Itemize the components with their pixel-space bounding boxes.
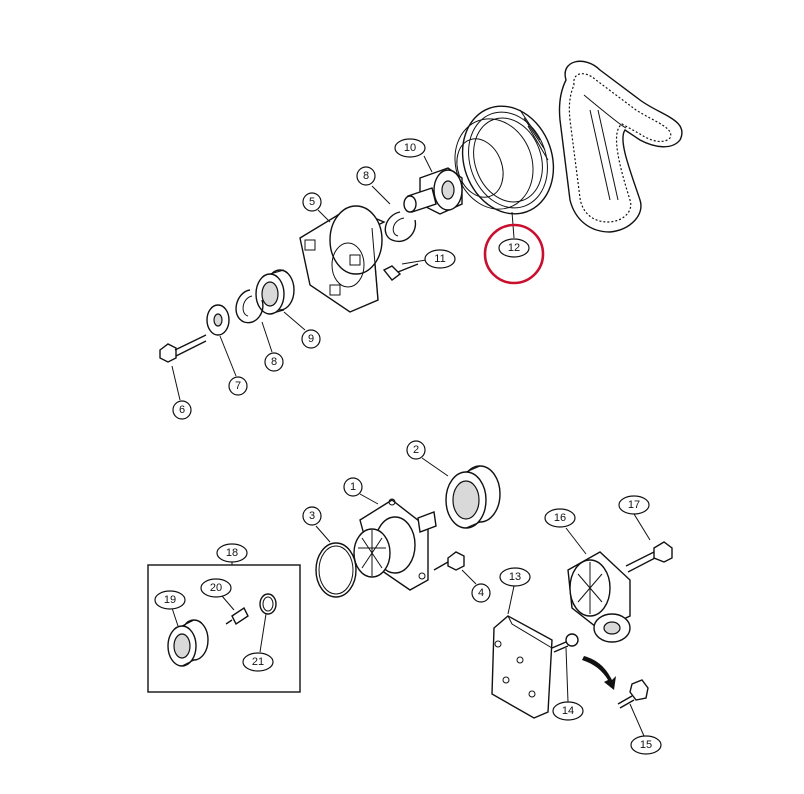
callout-8-lower-label: 8 <box>271 356 277 368</box>
bolt-6 <box>159 334 207 363</box>
pump-bracket <box>353 498 437 591</box>
kit-ring <box>259 593 277 615</box>
washer <box>206 304 230 336</box>
callout-15-label: 15 <box>640 739 652 751</box>
callout-16-label: 16 <box>554 512 566 524</box>
hub-shaft <box>403 167 463 215</box>
callout-6-label: 6 <box>179 404 185 416</box>
callout-3-label: 3 <box>309 510 315 522</box>
bearing <box>255 269 295 315</box>
callout-7: 7 <box>219 335 248 396</box>
kit-stud <box>225 606 249 626</box>
callout-8-upper-label: 8 <box>363 170 369 182</box>
idler-housing <box>299 205 386 313</box>
callout-7-label: 7 <box>235 380 241 392</box>
snap-ring-lower <box>235 289 264 324</box>
mounting-plate <box>491 615 553 719</box>
callout-21-label: 21 <box>252 656 264 668</box>
tensioner-assembly <box>567 551 631 643</box>
serpentine-belt <box>558 60 683 233</box>
callout-18: 18 <box>216 543 248 565</box>
callout-5: 5 <box>302 192 331 223</box>
bolt-11 <box>382 263 419 281</box>
callout-1: 1 <box>343 477 379 505</box>
callout-13-label: 13 <box>509 571 521 583</box>
callout-16: 16 <box>544 508 587 555</box>
callout-12-highlight-ring <box>483 223 545 285</box>
callout-19-label: 19 <box>164 594 176 606</box>
bolt-17 <box>625 541 673 573</box>
callout-12-label: 12 <box>508 242 520 254</box>
callout-8-upper: 8 <box>356 166 391 205</box>
callout-17-label: 17 <box>628 499 640 511</box>
callout-1-label: 1 <box>350 481 356 493</box>
callout-3: 3 <box>302 506 331 543</box>
callout-21: 21 <box>242 613 274 672</box>
direction-arrow <box>582 656 616 690</box>
callout-17: 17 <box>618 495 651 541</box>
callout-10: 10 <box>394 138 433 173</box>
kit-box <box>147 564 301 693</box>
bolt-15 <box>617 679 649 709</box>
callout-11: 11 <box>401 249 456 269</box>
bolt-4 <box>433 551 465 571</box>
callout-2: 2 <box>406 440 449 477</box>
callout-9-label: 9 <box>308 333 314 345</box>
o-ring <box>315 542 357 598</box>
callout-18-label: 18 <box>226 547 238 559</box>
snap-ring-upper <box>384 211 417 243</box>
callout-19: 19 <box>154 590 186 627</box>
pulley <box>454 105 555 215</box>
bearing-2 <box>445 465 501 529</box>
callout-2-label: 2 <box>413 444 419 456</box>
bolt-14 <box>551 633 579 653</box>
callout-4: 4 <box>461 569 491 603</box>
callout-5-label: 5 <box>309 196 315 208</box>
callout-15: 15 <box>629 703 662 755</box>
callout-10-label: 10 <box>404 142 416 154</box>
callout-8-lower: 8 <box>261 321 284 372</box>
callout-14-label: 14 <box>562 705 574 717</box>
callout-9: 9 <box>283 311 321 349</box>
callout-4-label: 4 <box>478 587 484 599</box>
callout-14: 14 <box>552 647 584 721</box>
callout-20: 20 <box>200 578 235 611</box>
callout-13: 13 <box>499 567 531 615</box>
callout-11-label: 11 <box>434 253 445 265</box>
callout-12: 12 <box>483 211 545 285</box>
callout-6: 6 <box>171 365 192 420</box>
callout-20-label: 20 <box>210 582 222 594</box>
kit-bearing <box>167 619 209 667</box>
